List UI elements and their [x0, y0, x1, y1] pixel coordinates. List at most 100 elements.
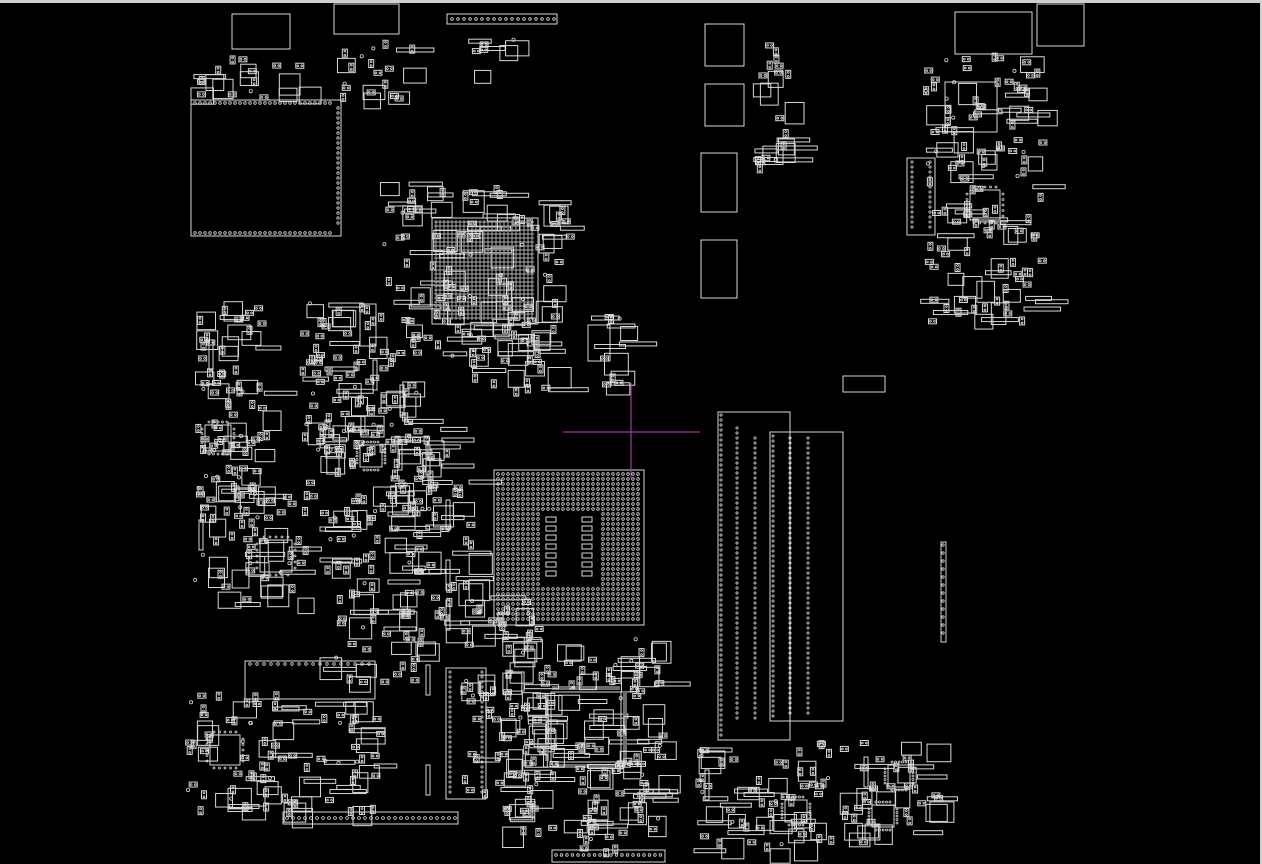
smd-pad — [532, 757, 535, 761]
slot-pin — [788, 486, 792, 490]
smd-part — [460, 285, 470, 292]
bga-pad — [501, 537, 505, 541]
slot-pin — [771, 439, 775, 443]
bga-pad — [522, 236, 526, 240]
slot-pin — [753, 551, 757, 555]
bga-pad — [478, 252, 482, 256]
bga-pad — [566, 612, 570, 616]
resistor-array — [497, 351, 535, 357]
smd-part — [359, 429, 369, 436]
bga-pad — [631, 567, 635, 571]
smd-part — [378, 312, 385, 322]
connector-pin — [453, 816, 457, 820]
smd-pad — [953, 220, 956, 223]
smd-part — [396, 350, 406, 357]
socket-inner-pad — [581, 570, 593, 577]
smd-part — [875, 756, 885, 763]
bga-pad — [490, 296, 494, 300]
test-pad — [941, 543, 945, 547]
small-ic — [525, 361, 546, 377]
smd-pad — [440, 612, 443, 615]
smd-pad — [238, 388, 241, 392]
bga-pad — [438, 228, 442, 232]
bga-pad — [526, 567, 530, 571]
small-ic — [651, 640, 672, 664]
slot-pin — [806, 606, 810, 610]
smd-pad — [822, 742, 825, 746]
resistor-array — [1006, 118, 1038, 124]
slot-pin — [788, 676, 792, 680]
connector-pin — [928, 165, 932, 169]
connector-pin — [448, 720, 452, 724]
smd-part — [316, 437, 326, 444]
bga-pad — [606, 572, 610, 576]
bga-pad — [526, 240, 530, 244]
smd-pad — [433, 487, 436, 490]
bga-pad — [531, 547, 535, 551]
smd-pad — [231, 56, 234, 60]
bga-pad — [521, 477, 525, 481]
smd-pad — [390, 208, 394, 211]
bga-pad — [566, 592, 570, 596]
smd-pad — [336, 473, 340, 476]
smd-pad — [613, 849, 617, 853]
smd-pad — [507, 645, 511, 649]
smd-pad — [436, 596, 439, 599]
smd-part — [343, 330, 353, 337]
smd-part — [197, 806, 204, 816]
resistor-array — [776, 137, 811, 143]
smd-pad — [537, 829, 540, 832]
bga-pad — [438, 240, 442, 244]
smd-part — [465, 787, 475, 794]
resistor-array — [490, 595, 527, 601]
smd-pad — [417, 438, 420, 442]
smd-part — [593, 794, 600, 804]
smd-part — [618, 829, 628, 836]
bga-pad — [466, 292, 470, 296]
connector-outline — [231, 13, 291, 50]
ic-pad — [336, 196, 340, 200]
bga-pad — [506, 292, 510, 296]
test-pad — [941, 591, 945, 595]
bga-pad — [502, 264, 506, 268]
smd-part — [363, 305, 370, 315]
bga-pad — [521, 542, 525, 546]
bga-pad — [502, 268, 506, 272]
smd-pad — [338, 356, 342, 359]
slot-pin — [771, 624, 775, 628]
smd-pad — [983, 304, 987, 308]
bga-pad — [482, 252, 486, 256]
slot-pin — [788, 606, 792, 610]
smd-part — [229, 785, 236, 795]
bga-pad — [621, 567, 625, 571]
smd-part — [433, 309, 440, 319]
bga-pad — [496, 492, 500, 496]
smd-pad — [768, 65, 772, 69]
smd-part — [657, 753, 667, 760]
bga-pad — [496, 537, 500, 541]
bga-pad — [606, 487, 610, 491]
smd-pad — [247, 569, 250, 572]
smd-part — [839, 745, 849, 752]
small-ic — [784, 101, 805, 125]
smd-pad — [1022, 160, 1026, 164]
bga-pad — [521, 582, 525, 586]
bga-pad — [462, 244, 466, 248]
small-ic — [319, 434, 341, 449]
resistor-array — [227, 807, 253, 813]
connector-pin — [448, 760, 452, 764]
bga-pad — [482, 256, 486, 260]
bga-pad — [511, 562, 515, 566]
bga-pad — [576, 592, 580, 596]
resistor-array — [323, 666, 357, 672]
smd-pad — [855, 806, 858, 810]
small-ic — [399, 592, 418, 608]
smd-part — [412, 437, 422, 444]
bga-pad — [466, 300, 470, 304]
smd-pad — [198, 321, 202, 324]
bga-pad — [551, 602, 555, 606]
smd-pad — [410, 190, 414, 194]
smd-pad — [988, 234, 991, 238]
smd-part — [1019, 316, 1026, 326]
